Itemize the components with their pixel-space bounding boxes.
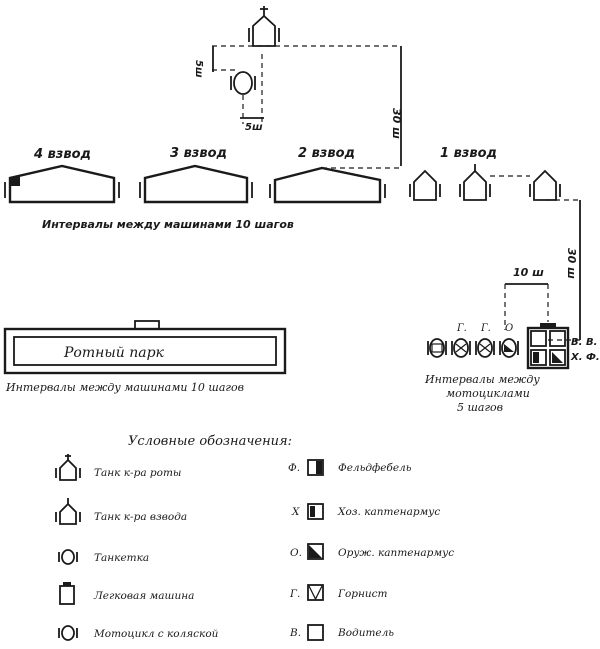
platoon-2-group — [269, 166, 386, 204]
motorcycle-sidecar-icon — [58, 625, 78, 641]
platoon-2-label: 2 взвод — [298, 146, 355, 161]
tank — [409, 169, 441, 201]
staff-tag-v2: В. — [586, 337, 597, 348]
tankette-icon — [58, 549, 78, 565]
platoon-1-label: 1 взвод — [440, 146, 497, 161]
platoon-commander-tank — [459, 164, 491, 201]
moto-intervals-line-1: Интервалы между — [424, 373, 540, 386]
intervals-bottom-text: Интервалы между машинами 10 шагов — [5, 381, 244, 394]
staff-tag-v: В. — [571, 337, 582, 348]
company-commander-tank — [248, 6, 280, 47]
legend-key: О. — [290, 547, 302, 559]
moto-intervals-line-2: мотоциклами — [446, 387, 530, 400]
platoon-3-label: 3 взвод — [170, 146, 227, 161]
legend-right-label: Горнист — [337, 588, 388, 600]
moto-intervals-line-3: 5 шагов — [457, 401, 503, 414]
company-commander-tank-icon — [55, 454, 81, 481]
motorcycle — [451, 338, 471, 358]
legend-title: Условные обозначения: — [128, 434, 292, 449]
company-park: Ротный парк — [3, 320, 287, 375]
legend-left-label: Танкетка — [94, 552, 149, 564]
car-icon — [59, 582, 75, 605]
legend-key: В. — [289, 627, 301, 639]
platoon-3-group — [139, 164, 253, 204]
legend-left-label: Танк к-ра взвода — [94, 511, 187, 523]
legend-left-label: Танк к-ра роты — [94, 467, 181, 479]
moto-tag: Г. — [456, 323, 467, 334]
intervals-top-text: Интервалы между машинами 10 шагов — [42, 218, 294, 231]
motorcycle — [499, 338, 519, 358]
distance-30-top: 30 ш — [390, 108, 403, 139]
tankette — [230, 71, 256, 95]
platoon-4-label: 4 взвод — [33, 147, 91, 162]
platoon-commander-tank-icon — [55, 498, 81, 525]
driver-icon — [307, 624, 324, 641]
staff-tag-kh: Х. — [570, 352, 583, 363]
staff-tag-f: Ф. — [586, 352, 600, 363]
distance-30-right: 30 ш — [565, 248, 578, 279]
legend-left-label: Мотоцикл с коляской — [93, 628, 219, 640]
legend-right-label: Водитель — [337, 627, 394, 639]
legend-right-label: Фельдфебель — [338, 462, 412, 474]
legend-key: Ф. — [288, 462, 300, 474]
bugler-icon — [307, 584, 324, 601]
legend-key: Х — [291, 506, 300, 518]
sergeant-major-icon — [307, 459, 324, 476]
motorcycle — [427, 338, 447, 358]
tank — [529, 169, 561, 201]
legend-left-label: Легковая машина — [93, 590, 194, 602]
quartermaster-icon — [307, 503, 324, 520]
legend-right-label: Хоз. каптенармус — [337, 506, 440, 518]
distance-5-vertical: 5ш — [193, 60, 204, 78]
distance-10: 10 ш — [513, 266, 544, 279]
legend-key: Г. — [289, 588, 300, 600]
company-park-label: Ротный парк — [63, 345, 165, 361]
legend-right-label: Оруж. каптенармус — [338, 547, 454, 559]
staff-car — [526, 323, 570, 370]
motorcycle — [475, 338, 495, 358]
moto-tag: О — [505, 323, 513, 334]
moto-tag: Г. — [480, 323, 491, 334]
armorer-icon — [307, 543, 324, 560]
distance-5-horizontal: 5ш — [245, 122, 263, 133]
platoon-4-group — [4, 164, 120, 204]
